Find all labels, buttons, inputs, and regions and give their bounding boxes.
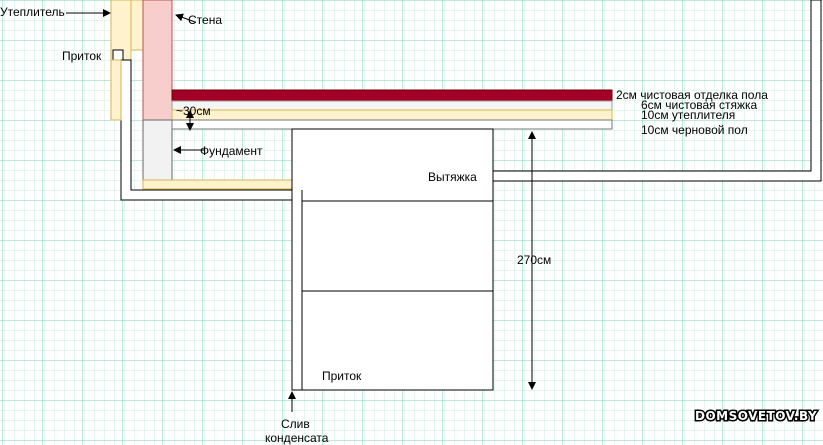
label-layer-screed: 6см чистовая стяжка xyxy=(641,98,758,112)
label-layer-finish: 2см чистовая отделка пола xyxy=(616,88,768,102)
layer-screed xyxy=(171,100,613,111)
label-height: 270см xyxy=(517,253,551,267)
label-inflow-bottom: Приток xyxy=(322,369,362,383)
basement-room xyxy=(291,128,494,391)
layer-finish-floor xyxy=(171,89,613,102)
label-drain-line1: Слив xyxy=(281,417,310,431)
wall xyxy=(142,0,173,121)
label-depth: ~30см xyxy=(176,104,211,118)
label-layer-insulation: 10см утеплителя xyxy=(641,108,735,122)
label-wall: Стена xyxy=(188,13,222,27)
foundation xyxy=(142,119,173,181)
arrow-icon xyxy=(175,13,196,23)
inflow-duct-insulation xyxy=(110,59,122,121)
layer-insulation xyxy=(171,109,613,121)
label-exhaust: Вытяжка xyxy=(428,170,477,184)
label-inflow-top: Приток xyxy=(62,49,102,63)
inner-insulation xyxy=(130,0,144,51)
label-drain-line2: конденсата xyxy=(265,431,329,445)
watermark: DOMSOVETOV.BY xyxy=(694,408,819,425)
layer-subfloor xyxy=(171,119,613,130)
label-insulation: Утеплитель xyxy=(0,5,65,19)
watermark-text: DOMSOVETOV.BY xyxy=(695,409,817,423)
exhaust-duct xyxy=(492,0,822,182)
inflow-vent-top xyxy=(112,49,124,61)
label-layer-subfloor: 10см черновой пол xyxy=(641,123,748,137)
label-foundation: Фундамент xyxy=(200,144,263,158)
foundation-insulation xyxy=(142,179,293,190)
